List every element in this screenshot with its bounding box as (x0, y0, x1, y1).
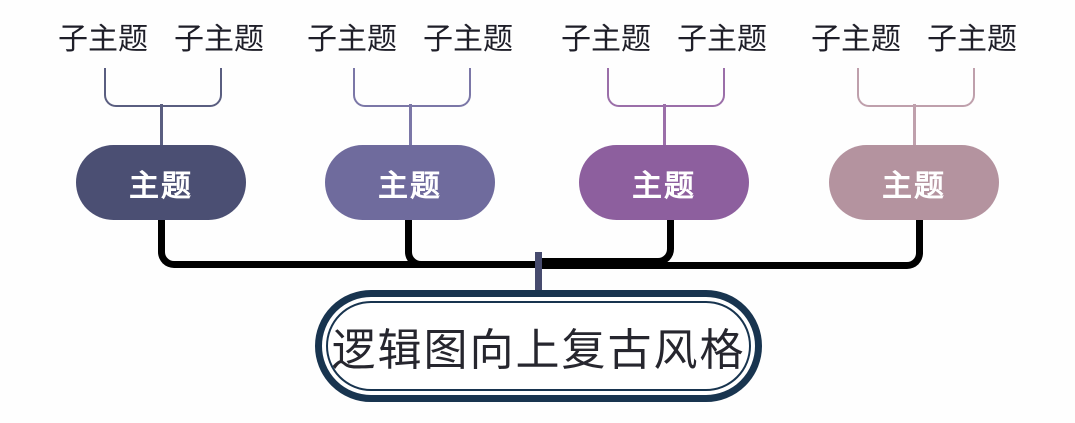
bracket-stub-line (912, 104, 916, 146)
bracket-stub-line (662, 104, 666, 146)
subtopic-node[interactable]: 子主题 (811, 23, 901, 56)
theme4-elbow-connector (538, 219, 923, 269)
theme-node[interactable]: 主题 (325, 145, 495, 220)
theme1-elbow-connector (158, 219, 549, 268)
subtopic-node[interactable]: 子主题 (58, 23, 148, 56)
bracket-stub-line (159, 104, 163, 146)
subtopic-node[interactable]: 子主题 (561, 23, 651, 56)
theme3-elbow-connector (538, 219, 674, 265)
subtopic-node[interactable]: 子主题 (927, 23, 1017, 56)
central-topic-label: 逻辑图向上复古风格 (331, 326, 746, 375)
theme-node[interactable]: 主题 (579, 145, 749, 220)
subtopic-bracket-connector (857, 68, 975, 107)
central-topic-node[interactable]: 逻辑图向上复古风格 (315, 290, 762, 402)
subtopic-node[interactable]: 子主题 (174, 23, 264, 56)
subtopic-node[interactable]: 子主题 (677, 23, 767, 56)
theme-node[interactable]: 主题 (829, 145, 999, 220)
central-topic-inner-ring: 逻辑图向上复古风格 (326, 301, 751, 391)
subtopic-bracket-connector (353, 68, 471, 107)
subtopic-bracket-connector (104, 68, 222, 107)
central-stub-line (534, 252, 542, 292)
bracket-stub-line (408, 104, 412, 146)
theme-node[interactable]: 主题 (76, 145, 246, 220)
subtopic-bracket-connector (607, 68, 725, 107)
theme2-elbow-connector (405, 219, 446, 268)
subtopic-node[interactable]: 子主题 (307, 23, 397, 56)
subtopic-node[interactable]: 子主题 (423, 23, 513, 56)
